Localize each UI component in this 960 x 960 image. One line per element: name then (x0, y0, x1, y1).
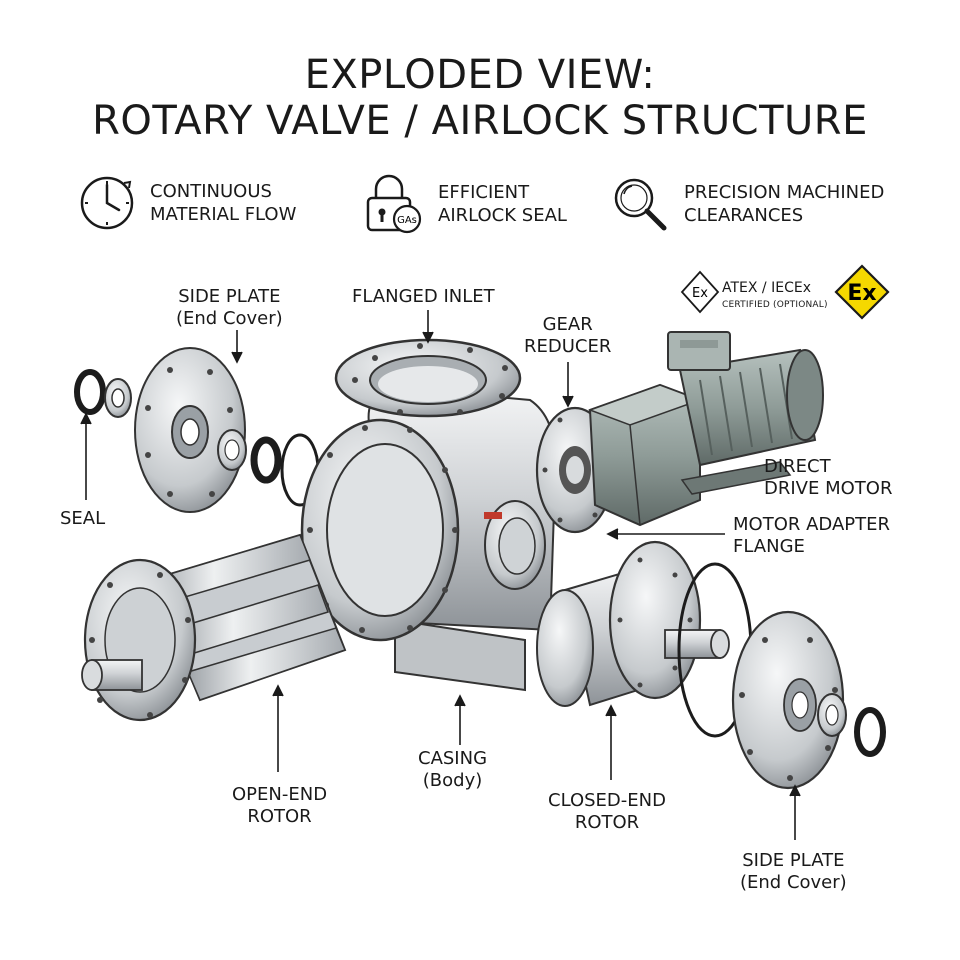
label-seal: SEAL (60, 508, 106, 529)
page-title-line2: ROTARY VALVE / AIRLOCK STRUCTURE (92, 98, 868, 144)
svg-text:GAs: GAs (397, 215, 417, 226)
gear-reducer (587, 383, 703, 527)
label-side-plate-left: SIDE PLATE(End Cover) (176, 286, 283, 329)
feature-precision-clearances: PRECISION MACHINED CLEARANCES (610, 174, 884, 234)
svg-text:Ex: Ex (692, 286, 708, 301)
label-side-plate-right: SIDE PLATE(End Cover) (740, 850, 847, 893)
clock-icon (80, 176, 134, 230)
page-title-line1: EXPLODED VIEW: (304, 52, 656, 98)
left-seal-ring (74, 369, 132, 418)
label-casing: CASING(Body) (418, 748, 488, 791)
right-side-plate (731, 610, 886, 790)
svg-text:Ex: Ex (847, 281, 876, 306)
closed-end-rotor (536, 540, 753, 738)
atex-certification-label: ATEX / IECEx CERTIFIED (OPTIONAL) (722, 280, 828, 310)
left-side-plate (134, 347, 320, 513)
feature-label: EFFICIENT AIRLOCK SEAL (438, 182, 567, 226)
leader-lines (80, 310, 801, 840)
open-end-rotor (81, 533, 347, 722)
ex-outline-icon: Ex (680, 270, 720, 314)
casing-body (300, 338, 557, 692)
feature-label: PRECISION MACHINED CLEARANCES (684, 182, 885, 226)
direct-drive-motor (667, 331, 824, 495)
padlock-gas-icon: GAs (366, 174, 422, 234)
feature-label: CONTINUOUS MATERIAL FLOW (150, 181, 297, 225)
feature-airlock-seal: GAs EFFICIENT AIRLOCK SEAL (362, 174, 567, 234)
ex-yellow-badge-icon: Ex (834, 264, 890, 320)
motor-adapter-flange (535, 406, 615, 534)
feature-continuous-flow: CONTINUOUS MATERIAL FLOW (78, 174, 296, 232)
label-flanged-inlet: FLANGED INLET (352, 286, 495, 307)
magnifier-icon (614, 178, 667, 231)
